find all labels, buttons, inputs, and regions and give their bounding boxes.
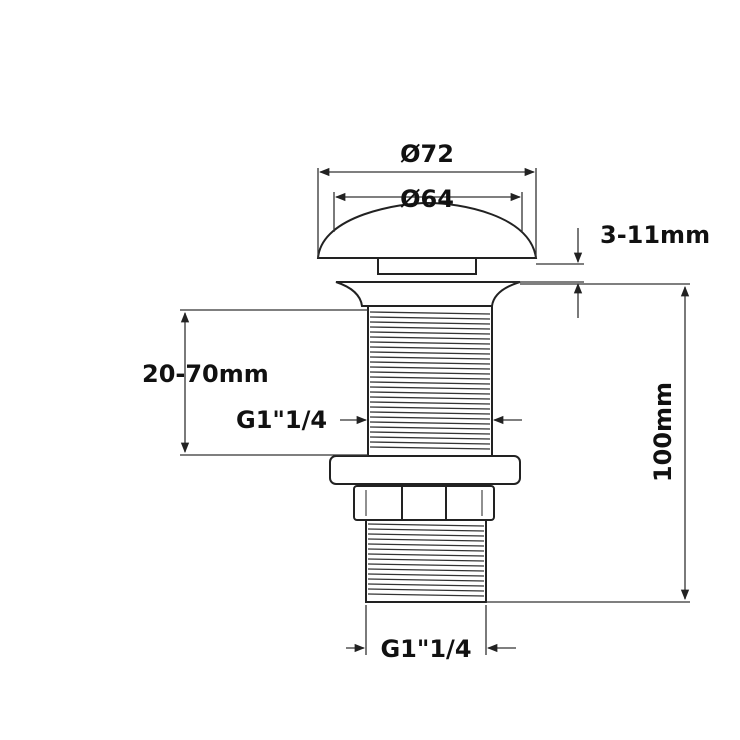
- thread-line: [369, 446, 491, 450]
- thread-line: [367, 588, 485, 592]
- label-inner-diameter: Ø64: [400, 185, 454, 213]
- thread-line: [369, 416, 491, 420]
- label-thread-lower: G1"1/4: [380, 635, 471, 663]
- dimension-lines: [180, 167, 690, 655]
- thread-line: [369, 386, 491, 390]
- thread-line: [369, 411, 491, 415]
- thread-line: [367, 583, 485, 587]
- thread-line: [369, 371, 491, 375]
- label-height: 100mm: [649, 382, 677, 482]
- thread-line: [367, 533, 485, 537]
- thread-line: [367, 548, 485, 552]
- thread-line: [369, 331, 491, 335]
- hex-nut: [353, 485, 495, 521]
- thread-line: [367, 573, 485, 577]
- thread-line: [367, 553, 485, 557]
- label-outer-diameter: Ø72: [400, 140, 454, 168]
- thread-line: [369, 351, 491, 355]
- thread-line: [369, 341, 491, 345]
- thread-line: [367, 568, 485, 572]
- thread-line: [369, 336, 491, 340]
- thread-line: [369, 401, 491, 405]
- thread-line: [367, 578, 485, 582]
- cap-stem: [377, 257, 477, 275]
- thread-line: [369, 436, 491, 440]
- thread-line: [367, 538, 485, 542]
- label-cap-gap: 3-11mm: [600, 221, 710, 249]
- thread-line: [367, 543, 485, 547]
- thread-line: [369, 431, 491, 435]
- thread-line: [369, 426, 491, 430]
- thread-line: [369, 391, 491, 395]
- label-thickness-range: 20-70mm: [142, 360, 269, 388]
- thread-line: [367, 523, 485, 527]
- thread-line: [369, 321, 491, 325]
- thread-line: [369, 441, 491, 445]
- thread-line: [369, 346, 491, 350]
- thread-line: [369, 356, 491, 360]
- thread-line: [369, 406, 491, 410]
- thread-line: [369, 361, 491, 365]
- thread-line: [367, 593, 485, 597]
- thread-line: [369, 366, 491, 370]
- thread-line: [369, 311, 491, 315]
- thread-line: [369, 376, 491, 380]
- thread-line: [369, 316, 491, 320]
- thread-line: [369, 421, 491, 425]
- thread-line: [369, 326, 491, 330]
- flange: [335, 281, 521, 307]
- thread-line: [369, 396, 491, 400]
- label-thread-upper: G1"1/4: [236, 406, 327, 434]
- thread-line: [369, 381, 491, 385]
- lock-nut: [329, 455, 521, 485]
- upper-threads: [369, 311, 491, 450]
- thread-line: [367, 563, 485, 567]
- lower-threads: [367, 523, 485, 597]
- thread-line: [367, 528, 485, 532]
- thread-line: [367, 558, 485, 562]
